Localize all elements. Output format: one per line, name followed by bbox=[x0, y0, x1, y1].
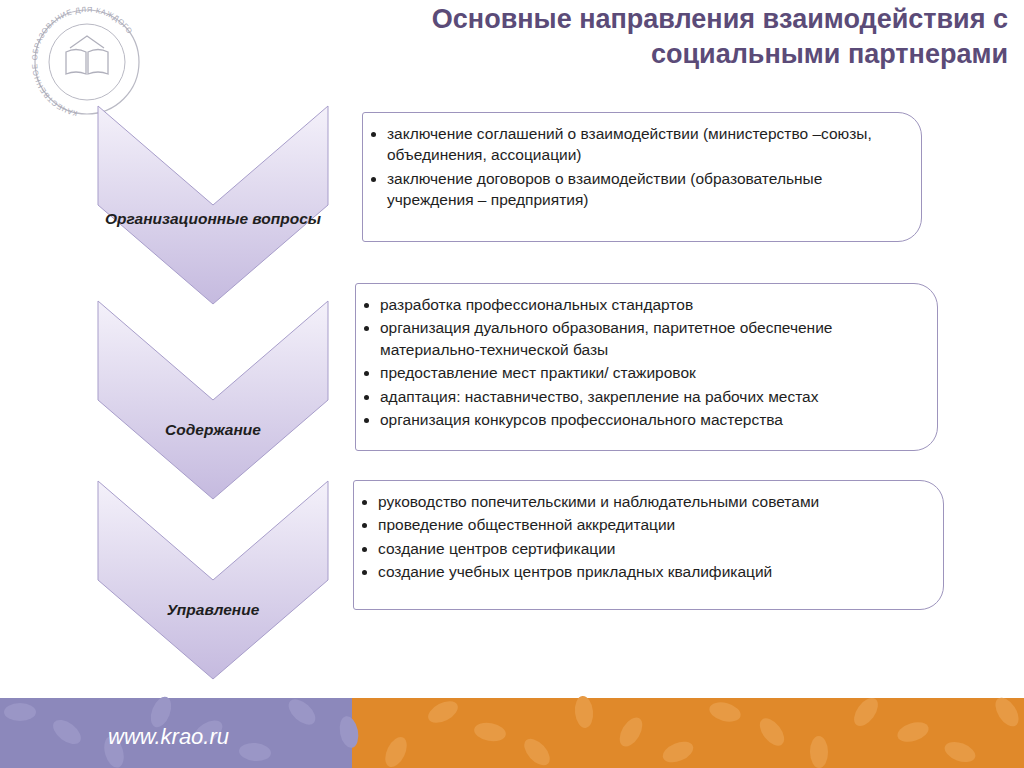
bullet-item: заключение договоров о взаимодействии (о… bbox=[387, 168, 907, 211]
bullet-item: руководство попечительскими и наблюдател… bbox=[378, 491, 929, 512]
leaf bbox=[4, 703, 36, 721]
leaf-texture bbox=[4, 694, 1023, 768]
bullet-box: руководство попечительскими и наблюдател… bbox=[353, 480, 944, 610]
bullet-item: создание центров сертификации bbox=[378, 538, 929, 559]
seal-text: КАЧЕСТВЕННОЕ ОБРАЗОВАНИЕ ДЛЯ КАЖДОГО bbox=[30, 5, 135, 118]
bullet-list: руководство попечительскими и наблюдател… bbox=[362, 491, 929, 583]
chevron-shape bbox=[97, 105, 329, 305]
leaf bbox=[755, 714, 789, 750]
bullet-list: разработка профессиональных стандартовор… bbox=[364, 294, 923, 430]
chevron-outline bbox=[98, 481, 328, 679]
leaf bbox=[238, 742, 271, 763]
bullet-box: заключение соглашений о взаимодействии (… bbox=[362, 112, 922, 242]
bullet-item: адаптация: наставничество, закрепление н… bbox=[380, 386, 923, 407]
leaf bbox=[337, 715, 361, 750]
chevron-step: Управление bbox=[97, 480, 329, 680]
leaf bbox=[381, 734, 411, 768]
bullet-item: организация конкурсов профессионального … bbox=[380, 409, 923, 430]
chevron-shape bbox=[97, 300, 329, 500]
leaf bbox=[473, 720, 508, 743]
chevron-outline bbox=[98, 106, 328, 304]
step-label: Организационные вопросы bbox=[97, 209, 329, 229]
leaf bbox=[707, 699, 743, 725]
step-label: Содержание bbox=[97, 420, 329, 440]
chevron-outline bbox=[98, 301, 328, 499]
chevron-shape bbox=[97, 480, 329, 680]
step-label: Управление bbox=[97, 600, 329, 620]
leaf bbox=[284, 695, 320, 730]
leaf bbox=[425, 697, 462, 728]
slide-title: Основные направления взаимодействия с со… bbox=[300, 2, 1008, 72]
bullet-item: разработка профессиональных стандартов bbox=[380, 294, 923, 315]
chevron-step: Организационные вопросы bbox=[97, 105, 329, 305]
chevron-step: Содержание bbox=[97, 300, 329, 500]
leaf bbox=[615, 714, 647, 751]
website-url: www.krao.ru bbox=[108, 724, 229, 750]
leaf bbox=[520, 734, 555, 768]
bullet-item: создание учебных центров прикладных квал… bbox=[378, 561, 929, 582]
bullet-item: проведение общественной аккредитации bbox=[378, 514, 929, 535]
bullet-item: предоставление мест практики/ стажировок bbox=[380, 362, 923, 383]
bullet-list: заключение соглашений о взаимодействии (… bbox=[371, 123, 907, 211]
leaf bbox=[895, 719, 931, 746]
leaf bbox=[49, 715, 85, 749]
bullet-item: заключение соглашений о взаимодействии (… bbox=[387, 123, 907, 166]
seal-logo: КАЧЕСТВЕННОЕ ОБРАЗОВАНИЕ ДЛЯ КАЖДОГО bbox=[30, 5, 139, 118]
leaf bbox=[849, 694, 882, 730]
leaf bbox=[942, 738, 978, 766]
leaf bbox=[573, 695, 594, 729]
bullet-item: организация дуального образования, парит… bbox=[380, 317, 923, 360]
bullet-box: разработка профессиональных стандартовор… bbox=[355, 283, 938, 451]
leaf bbox=[810, 736, 829, 768]
leaf bbox=[660, 738, 696, 767]
leaf bbox=[991, 694, 1024, 731]
